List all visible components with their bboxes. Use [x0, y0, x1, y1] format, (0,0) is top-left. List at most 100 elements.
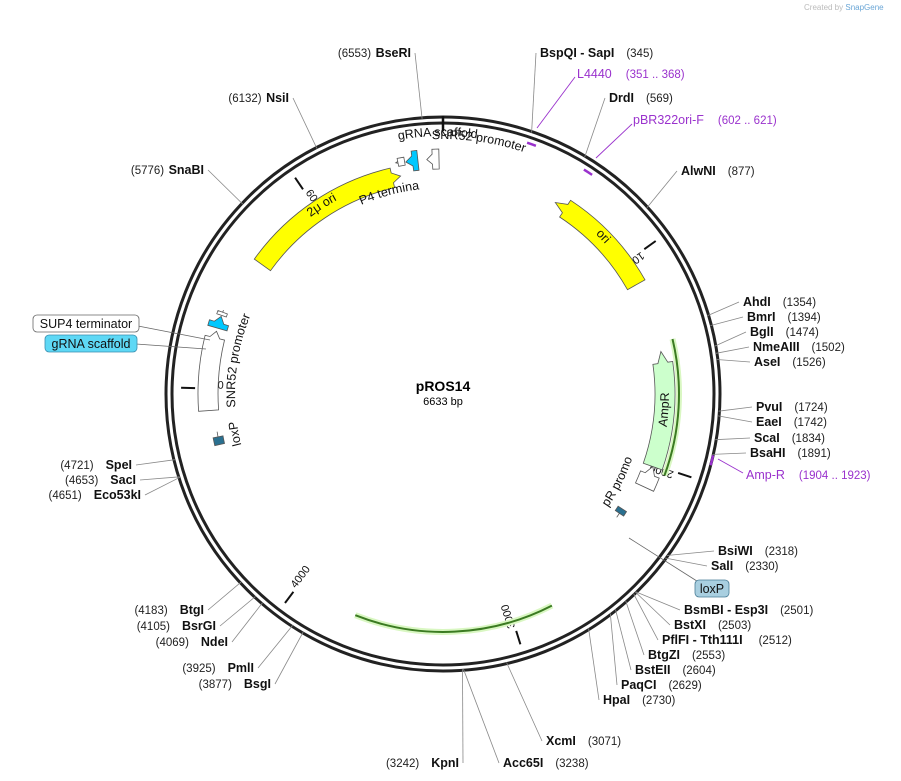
- feature-ampr-strand: [663, 338, 680, 476]
- feature-grna-scaffold-left[interactable]: [207, 315, 230, 332]
- site-leader-line: [588, 628, 600, 701]
- primer-Amp-R-mark: [709, 455, 715, 466]
- site-leader-line: [615, 609, 632, 671]
- site-leader-line: [144, 476, 181, 496]
- feature-label-ampr-promoter: AmpR promoter: [0, 0, 635, 509]
- site-leader-line: [646, 170, 678, 209]
- tick-mark: [284, 591, 295, 604]
- site-leader-line: [257, 625, 293, 669]
- site-PflFI-Tth111I[interactable]: PflFI - Tth111I(2512): [662, 633, 792, 647]
- site-leader-line: [715, 346, 750, 354]
- site-AhdI[interactable]: AhdI(1354): [743, 295, 816, 309]
- site-leader-line: [633, 593, 659, 641]
- site-NmeAIII[interactable]: NmeAIII(1502): [753, 340, 845, 354]
- site-leader-line: [715, 437, 751, 441]
- loxp-box-leader: [628, 537, 701, 584]
- site-SacI[interactable]: (4653)SacI: [65, 473, 136, 487]
- feature-grna-scaffold-top[interactable]: [405, 149, 420, 172]
- feature-ampr-promoter[interactable]: [634, 465, 660, 492]
- site-leader-line: [139, 476, 180, 481]
- tick-label: 4000: [289, 564, 313, 591]
- site-leader-line: [718, 406, 753, 412]
- feature-sup4-terminator-top[interactable]: [394, 156, 406, 167]
- feature-label-ampr: AmpR: [656, 392, 672, 427]
- primer-Amp-R[interactable]: Amp-R(1904 .. 1923): [746, 468, 871, 482]
- site-BsgI[interactable]: (3877)BsgI: [199, 677, 271, 691]
- feature-loxp-left[interactable]: [212, 431, 225, 447]
- site-leader-line: [714, 331, 747, 347]
- site-PmlI[interactable]: (3925)PmlI: [182, 661, 254, 675]
- tick-mark: [643, 240, 657, 251]
- site-BsaHI[interactable]: BsaHI(1891): [750, 446, 831, 460]
- site-BstEII[interactable]: BstEII(2604): [635, 663, 716, 677]
- site-leader-line: [292, 97, 318, 149]
- site-SnaBI[interactable]: (5776) SnaBI: [131, 161, 204, 178]
- site-SpeI[interactable]: (4721)SpeI: [60, 458, 132, 472]
- site-leader-line: [712, 452, 747, 455]
- site-leader-line: [609, 613, 618, 686]
- site-leader-line: [219, 596, 256, 627]
- primer-pBR322ori-F[interactable]: pBR322ori-F(602 .. 621): [633, 113, 777, 127]
- site-BseRI[interactable]: (6553) BseRI: [338, 44, 411, 61]
- primer-L4440[interactable]: L4440(351 .. 368): [577, 67, 685, 81]
- site-NsiI[interactable]: (6132) NsiI: [228, 89, 289, 106]
- feature-2mu-ori[interactable]: [253, 167, 402, 272]
- site-BstXI[interactable]: BstXI(2503): [674, 618, 751, 632]
- feature-snr52-promoter-top[interactable]: [426, 148, 440, 170]
- primer-L4440-mark: [526, 141, 537, 147]
- site-BmrI[interactable]: BmrI(1394): [747, 310, 821, 324]
- primer-group: L4440(351 .. 368) pBR322ori-F(602 .. 621…: [526, 67, 871, 482]
- sup4-terminator-box[interactable]: [32, 314, 140, 333]
- site-leader-line: [414, 52, 423, 119]
- site-leader-line: [666, 550, 715, 556]
- tick-mark: [677, 471, 692, 479]
- grna-scaffold-box[interactable]: [44, 334, 138, 353]
- site-EaeI[interactable]: EaeI(1742): [756, 415, 827, 429]
- site-AlwNI[interactable]: AlwNI(877): [681, 164, 755, 178]
- site-Acc65I[interactable]: Acc65I(3238): [503, 756, 589, 770]
- site-BglI[interactable]: BglI(1474): [750, 325, 819, 339]
- site-label-group: (6553) BseRI (6132) NsiI (5776) SnaBI Bs…: [48, 44, 845, 770]
- site-ScaI[interactable]: ScaI(1834): [754, 431, 825, 445]
- site-BtgI[interactable]: (4183)BtgI: [134, 603, 204, 617]
- site-BsmBI-Esp3I[interactable]: BsmBI - Esp3I(2501): [684, 603, 813, 617]
- site-PaqCI[interactable]: PaqCI(2629): [621, 678, 702, 692]
- site-HpaI[interactable]: HpaI(2730): [603, 693, 676, 707]
- loxp-box[interactable]: [694, 579, 730, 598]
- site-leader-line: [664, 557, 708, 567]
- site-BtgZI[interactable]: BtgZI(2553): [648, 648, 725, 662]
- site-XcmI[interactable]: XcmI(3071): [546, 734, 621, 748]
- primer-pBR322ori-F-mark: [583, 168, 593, 176]
- site-Eco53kI[interactable]: (4651)Eco53kI: [48, 488, 141, 502]
- site-PvuI[interactable]: PvuI(1724): [756, 400, 828, 414]
- primer-L4440-leader: [536, 76, 576, 129]
- feature-label-grna-top: gRNA scaffold: [397, 125, 479, 143]
- site-NdeI[interactable]: (4069)NdeI: [156, 635, 228, 649]
- site-DrdI[interactable]: DrdI(569): [609, 91, 673, 105]
- sup4-box-leader: [137, 325, 211, 341]
- site-leader-line: [718, 415, 753, 423]
- grna-scaffold-box-label: gRNA scaffold: [52, 337, 131, 351]
- feature-loxp-right[interactable]: [614, 505, 628, 518]
- tick-mark: [515, 630, 522, 645]
- site-BsiWI[interactable]: BsiWI(2318): [718, 544, 798, 558]
- feature-snr52-promoter-left[interactable]: [197, 330, 225, 412]
- site-KpnI[interactable]: (3242)KpnI: [386, 756, 459, 770]
- site-leader-line: [635, 591, 671, 626]
- site-leader-line: [635, 591, 681, 611]
- site-AseI[interactable]: AseI(1526): [754, 355, 826, 369]
- site-leader-line: [707, 301, 740, 316]
- backbone-inner: [170, 121, 716, 667]
- plasmid-length: 6633 bp: [423, 396, 463, 408]
- site-BspQI-SapI[interactable]: BspQI - SapI(345): [540, 46, 653, 60]
- feature-group: [197, 148, 682, 635]
- site-leader-line: [506, 662, 543, 742]
- primer-Amp-R-leader: [717, 458, 744, 474]
- feature-sup4-terminator-left[interactable]: [216, 309, 228, 318]
- site-BsrGI[interactable]: (4105)BsrGI: [137, 619, 216, 633]
- loxp-box-label: loxP: [700, 582, 724, 596]
- site-leader-line: [231, 602, 263, 643]
- site-leader-group: [135, 52, 753, 764]
- feature-ori[interactable]: [554, 199, 646, 291]
- site-SalI[interactable]: SalI(2330): [711, 559, 779, 573]
